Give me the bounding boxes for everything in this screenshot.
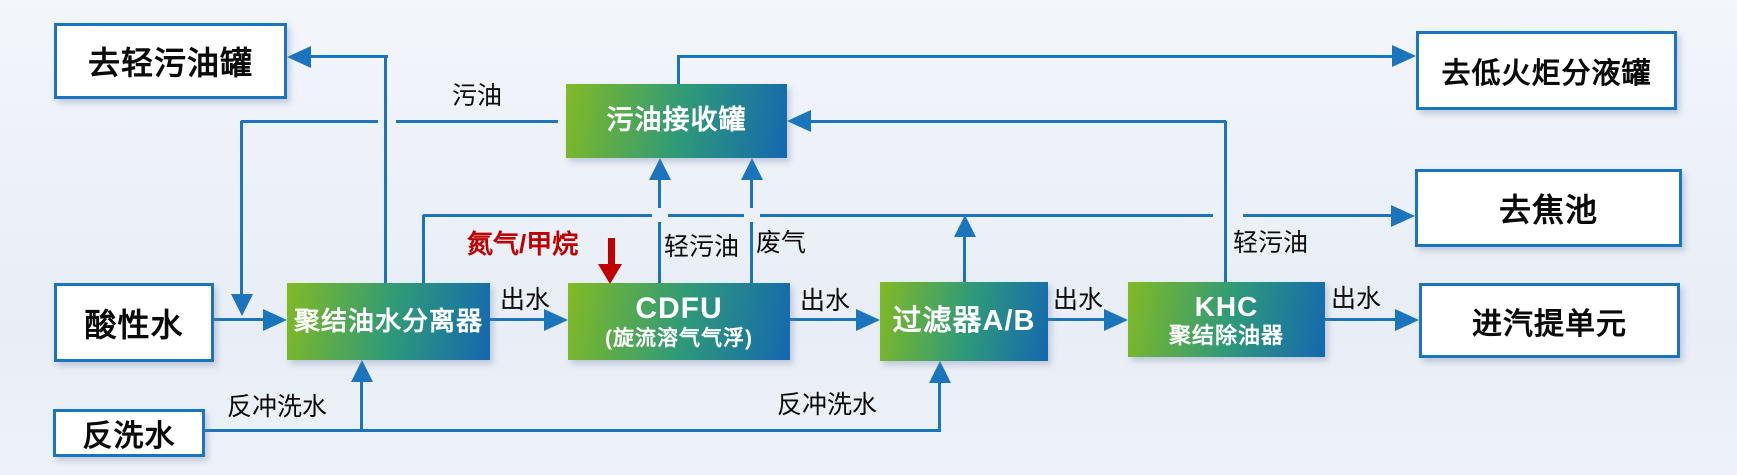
node-label: 反洗水	[82, 420, 176, 453]
pipe-separator-backwash-v	[360, 382, 363, 430]
node-filter-ab: 过滤器A/B	[880, 282, 1048, 361]
pipe-filter-to-khc	[1048, 318, 1106, 321]
nitrogen-injection-arrow-icon	[598, 264, 622, 284]
node-to-stripping-unit: 进汽提单元	[1419, 283, 1680, 358]
pipe-separator-vent-v	[422, 215, 425, 283]
label-waste-gas: 废气	[756, 229, 807, 257]
label-backwash-2: 反冲洗水	[777, 391, 878, 419]
pipe-khc-to-tank-h	[809, 120, 1226, 123]
arrow-filter-vent-into-header	[954, 215, 976, 237]
arrow-into-coke-pit	[1391, 205, 1415, 227]
node-backwash-water: 反洗水	[53, 409, 205, 457]
node-label: 去焦池	[1498, 192, 1598, 228]
arrow-into-flare-drum	[1392, 45, 1416, 67]
pipe-slopoil-recycle-v	[240, 121, 243, 296]
arrow-lightslop-into-tank-bottom	[649, 158, 671, 180]
label-outlet-water-2: 出水	[800, 287, 851, 315]
node-to-coke-pit: 去焦池	[1415, 169, 1682, 247]
pipe-separator-to-lightslop-v	[384, 57, 387, 283]
node-title: KHC	[1194, 290, 1259, 322]
label-nitrogen-methane: 氮气/甲烷	[467, 229, 579, 259]
pipe-cdfu-lightslop-v-upper	[658, 180, 661, 208]
pipe-cdfu-wastegas-v-lower	[750, 222, 753, 283]
node-to-low-flare-ko-drum: 去低火炬分液罐	[1416, 31, 1677, 110]
pipe-filter-vent-v	[963, 237, 966, 282]
pipe-khc-riser-v	[1224, 121, 1227, 282]
pipe-slopoil-to-lightslop-h	[307, 55, 388, 58]
node-label: 污油接收罐	[606, 105, 747, 136]
node-label: 去轻污油罐	[87, 45, 253, 81]
node-label: 酸性水	[84, 306, 184, 343]
label-slop-oil: 污油	[452, 82, 503, 110]
pipe-gas-header-s1	[423, 214, 652, 217]
label-light-slop-oil-2: 轻污油	[1233, 229, 1309, 257]
pipe-gas-header-s2	[668, 214, 744, 217]
node-label: 去低火炬分液罐	[1441, 57, 1652, 90]
arrow-into-lightslop-tank	[287, 46, 311, 68]
arrow-into-stripping-unit	[1395, 309, 1419, 331]
pipe-slopoil-recycle-h1	[241, 120, 378, 123]
arrow-into-cdfu	[544, 309, 568, 331]
pipe-acidwater-inlet-h	[214, 318, 266, 321]
pipe-khc-to-stripping	[1325, 318, 1397, 321]
arrow-wastegas-into-tank-bottom	[741, 158, 763, 180]
pipe-gas-header-s4	[1243, 214, 1393, 217]
node-label: 聚结油水分离器	[293, 305, 483, 336]
label-backwash-1: 反冲洗水	[227, 393, 328, 421]
pipe-filter-backwash-v	[938, 383, 941, 430]
pipe-tank-top-riser-v	[677, 57, 680, 85]
arrow-into-receiving-tank-right	[787, 110, 811, 132]
pipe-gas-header-s3	[760, 214, 1213, 217]
label-outlet-water-1: 出水	[500, 286, 551, 314]
node-to-light-slop-oil-tank: 去轻污油罐	[54, 23, 287, 99]
pipe-cdfu-lightslop-v-lower	[658, 222, 661, 283]
arrow-recycle-into-inlet	[231, 294, 253, 316]
arrow-backwash-into-filter	[929, 361, 951, 383]
pipe-slopoil-recycle-h2	[396, 120, 558, 123]
label-outlet-water-4: 出水	[1331, 285, 1382, 313]
pipe-tank-to-flare-h	[677, 55, 1393, 58]
node-coalescing-separator: 聚结油水分离器	[287, 283, 490, 360]
node-cdfu: CDFU (旋流溶气气浮)	[568, 283, 790, 360]
node-title: CDFU	[635, 292, 723, 326]
pipe-cdfu-to-filter	[790, 318, 858, 321]
node-label: 进汽提单元	[1472, 307, 1627, 341]
nitrogen-injection-shaft	[608, 238, 615, 266]
label-light-slop-oil-1: 轻污油	[664, 233, 740, 261]
pipe-separator-to-cdfu	[490, 318, 546, 321]
pipe-backwash-main-h	[205, 429, 941, 432]
node-subtitle: (旋流溶气气浮)	[605, 326, 753, 350]
node-label: 过滤器A/B	[892, 304, 1036, 337]
node-acid-water: 酸性水	[54, 283, 214, 362]
arrow-into-separator	[263, 309, 287, 331]
arrow-into-khc	[1104, 309, 1128, 331]
pipe-cdfu-wastegas-v-upper	[750, 180, 753, 208]
arrow-into-filter	[856, 309, 880, 331]
arrow-backwash-into-separator	[351, 360, 373, 382]
node-khc-coalescer: KHC 聚结除油器	[1128, 282, 1325, 357]
label-outlet-water-3: 出水	[1053, 286, 1104, 314]
node-slop-oil-receiving-tank: 污油接收罐	[566, 84, 787, 158]
node-subtitle: 聚结除油器	[1168, 322, 1284, 348]
